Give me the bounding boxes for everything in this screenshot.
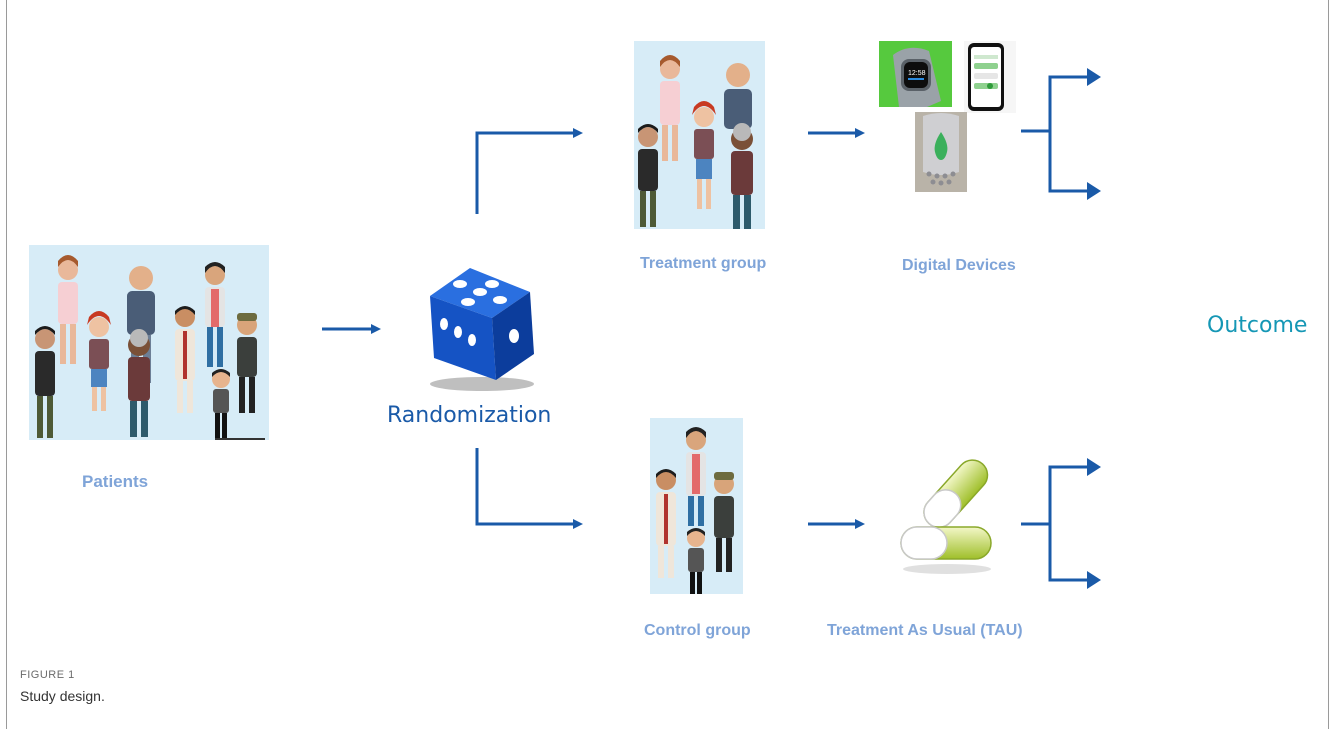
diffuser-icon [915,112,967,192]
control-group-illustration [650,418,743,594]
figure-frame [6,0,1329,729]
smartphone-icon [964,41,1016,113]
figure-caption: Study design. [20,688,105,704]
randomization-label: Randomization [387,403,552,428]
control-group-label: Control group [644,622,751,639]
pills-icon [895,453,997,575]
figure-label: FIGURE 1 [20,669,75,681]
outcome-label: Outcome [1207,313,1308,338]
dice-icon [412,262,540,392]
smartwatch-icon: 12:58 [879,41,952,107]
svg-text:12:58: 12:58 [908,70,926,77]
treatment-group-illustration [634,41,765,229]
tau-label: Treatment As Usual (TAU) [827,622,1023,639]
treatment-group-label: Treatment group [640,255,767,272]
patients-label: Patients [82,472,149,491]
digital-devices-label: Digital Devices [902,257,1016,274]
patients-illustration [29,245,269,440]
